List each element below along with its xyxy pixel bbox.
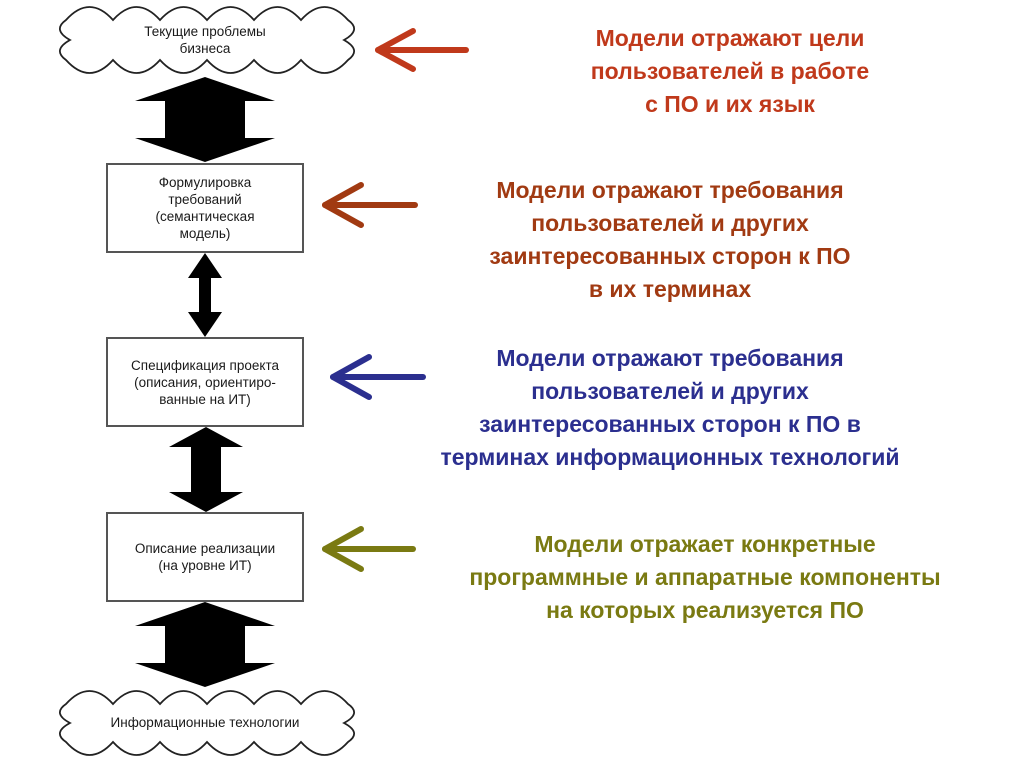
box3-label: Описание реализации (на уровне ИТ) — [108, 514, 302, 600]
left-arrow-icon — [322, 182, 418, 228]
note-line: пользователей и других — [531, 378, 809, 404]
note-line: с ПО и их язык — [645, 91, 815, 117]
cloud-top-label: Текущие проблемы бизнеса — [80, 20, 330, 60]
left-arrow-icon — [330, 354, 426, 400]
note-line: терминах информационных технологий — [440, 444, 900, 470]
note-concrete-components: Модели отражает конкретные программные и… — [400, 528, 1010, 627]
box3-line: Описание реализации — [134, 541, 276, 556]
note-user-goals: Модели отражают цели пользователей в раб… — [520, 22, 940, 121]
box1-label: Формулировка требований (семантическая м… — [108, 165, 302, 251]
left-arrow-icon — [375, 28, 469, 72]
note-line: Модели отражают цели — [595, 25, 865, 51]
box-project-specification — [106, 337, 304, 427]
box-requirements-formulation — [106, 163, 304, 253]
box2-line: Спецификация проекта — [131, 357, 279, 373]
note-line: в их терминах — [588, 276, 752, 302]
box2-label: Спецификация проекта (описания, ориентир… — [108, 339, 302, 425]
box1-line: требований — [168, 192, 242, 207]
note-line: программные и аппаратные компоненты — [469, 564, 941, 590]
cloud-bottom-line: Информационные технологии — [110, 714, 300, 730]
note-line: Модели отражает конкретные — [534, 531, 876, 557]
note-requirements-user-terms: Модели отражают требования пользователей… — [420, 174, 920, 306]
double-arrow-icon — [188, 253, 222, 337]
note-line: на которых реализуется ПО — [546, 597, 864, 623]
cloud-current-business-problems — [59, 6, 355, 74]
cloud-bottom-label: Информационные технологии — [80, 708, 330, 736]
note-line: Модели отражают требования — [496, 345, 844, 371]
box1-line: (семантическая — [155, 209, 255, 224]
box1-line: Формулировка — [158, 175, 252, 190]
note-line: заинтересованных сторон к ПО — [489, 243, 851, 269]
left-arrow-icon — [322, 526, 416, 572]
cloud-top-line: бизнеса — [179, 41, 231, 56]
box3-line: (на уровне ИТ) — [158, 558, 252, 573]
box2-line: ванные на ИТ) — [159, 391, 251, 407]
note-line: Модели отражают требования — [496, 177, 844, 203]
box1-line: модель) — [179, 226, 231, 241]
cloud-top-line: Текущие проблемы — [144, 24, 266, 39]
cloud-information-technologies — [59, 690, 355, 756]
double-arrow-icon — [169, 427, 243, 512]
note-requirements-it-terms: Модели отражают требования пользователей… — [360, 342, 980, 474]
note-line: заинтересованных сторон к ПО в — [479, 411, 861, 437]
box-implementation-description — [106, 512, 304, 602]
note-line: пользователей в работе — [590, 58, 870, 84]
note-line: пользователей и других — [531, 210, 809, 236]
double-arrow-icon — [135, 602, 275, 687]
double-arrow-icon — [135, 77, 275, 162]
box2-line: (описания, ориентиро- — [134, 374, 276, 390]
